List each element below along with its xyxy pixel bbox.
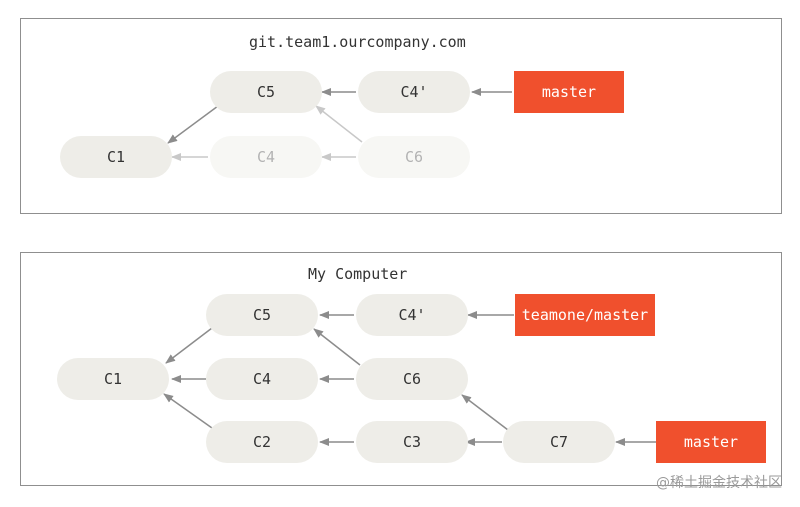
local-master-branch-label: master [656,421,766,463]
local-commit-c5: C5 [206,294,318,336]
local-commit-c4-prime: C4' [356,294,468,336]
local-repo-title: My Computer [308,265,408,283]
arrow-bot-c5-c1 [165,327,213,364]
local-commit-c7: C7 [503,421,615,463]
arrow-bot-c2-c1 [163,393,213,429]
local-commit-c1: C1 [57,358,169,400]
arrow-top-c6-c5 [315,105,363,143]
arrow-bot-c6-c5 [313,328,361,366]
local-commit-c4: C4 [206,358,318,400]
top-commit-c1: C1 [60,136,172,178]
local-commit-c6: C6 [356,358,468,400]
top-commit-c4-prime: C4' [358,71,470,113]
arrow-bot-c7-c6 [461,394,509,431]
watermark: @稀土掘金技术社区 [656,475,782,491]
local-commit-c3: C3 [356,421,468,463]
local-commit-c2: C2 [206,421,318,463]
remote-repo-title: git.team1.ourcompany.com [249,33,466,51]
top-commit-c6-faded: C6 [358,136,470,178]
top-master-branch-label: master [514,71,624,113]
top-commit-c4-faded: C4 [210,136,322,178]
arrow-top-c5-c1 [167,105,219,144]
top-commit-c5: C5 [210,71,322,113]
remote-repo-panel [20,18,782,214]
teamone-master-branch-label: teamone/master [515,294,655,336]
